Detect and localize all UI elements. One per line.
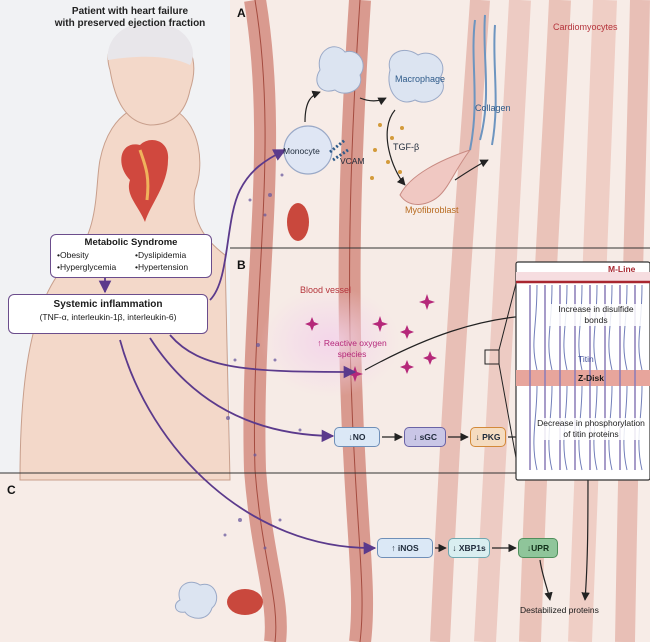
- patient-caption-line2: with preserved ejection fraction: [54, 18, 206, 29]
- upr-box: ↓UPR: [518, 538, 558, 558]
- patient-caption: Patient with heart failure with preserve…: [35, 6, 225, 30]
- metabolic-syndrome-title: Metabolic Syndrome: [84, 237, 178, 248]
- patient-illustration: [19, 21, 231, 481]
- pathway-arrows: [98, 149, 377, 555]
- systemic-inflammation-box: Systemic inflammation (TNF-α, interleuki…: [8, 294, 208, 334]
- panel-label-a: A: [237, 6, 246, 20]
- collagen-fibers: [469, 14, 497, 151]
- tgf-beta-label: TGF-β: [393, 142, 420, 152]
- metabolic-item: Dyslipidemia: [135, 250, 186, 260]
- patient-caption-line1: Patient with heart failure: [71, 6, 189, 17]
- blood-vessel: [243, 0, 374, 642]
- cytokine-particles: [223, 173, 302, 550]
- titin-label: Titin: [578, 354, 594, 364]
- phosphorylation-label: Decrease in phosphorylation of titin pro…: [536, 418, 646, 440]
- sgc-box: ↓ sGC: [404, 427, 446, 447]
- metabolic-item: Obesity: [57, 250, 89, 260]
- monocyte-migrating-cell: [316, 46, 364, 94]
- tgf-beta-molecules: [370, 123, 404, 180]
- destabilized-proteins-label: Destabilized proteins: [520, 605, 599, 615]
- red-blood-cell: [287, 203, 309, 241]
- red-blood-cell: [227, 589, 263, 615]
- z-disk-label: Z-Disk: [578, 373, 604, 383]
- heart-illustration: [121, 140, 169, 222]
- monocyte-cell: [174, 581, 218, 619]
- monocyte-label: Monocyte: [283, 146, 320, 156]
- pkg-box: ↓ PKG: [470, 427, 506, 447]
- disulfide-label: Increase in disulfide bonds: [548, 304, 644, 326]
- systemic-inflammation-subtitle: (TNF-α, interleukin-1β, interleukin-6): [39, 312, 177, 322]
- cardiomyocytes-label: Cardiomyocytes: [553, 22, 618, 32]
- inos-box: ↑ iNOS: [377, 538, 433, 558]
- blood-vessel-label: Blood vessel: [300, 285, 352, 295]
- myofibroblast-label: Myofibroblast: [405, 205, 459, 215]
- vcam-label: VCAM: [340, 156, 365, 166]
- myofibroblast-cell: [399, 149, 472, 205]
- macrophage-label: Macrophage: [395, 74, 446, 84]
- ros-label: ↑ Reactive oxygen species: [317, 338, 387, 359]
- metabolic-syndrome-box: Metabolic Syndrome Obesity Dyslipidemia …: [50, 234, 212, 278]
- metabolic-item: Hypertension: [135, 262, 188, 272]
- zoom-region-marker: [484, 349, 500, 365]
- sarcomere-inset: [515, 261, 650, 481]
- xbp1s-box: ↓ XBP1s: [448, 538, 490, 558]
- vcam-molecules: [329, 138, 349, 162]
- no-box: ↓NO: [334, 427, 380, 447]
- collagen-label: Collagen: [475, 103, 511, 113]
- panel-label-c: C: [7, 483, 16, 497]
- panel-a-arrows: [304, 90, 489, 186]
- m-line-label: M-Line: [608, 264, 636, 274]
- macrophage-cell: [388, 50, 444, 103]
- metabolic-item: Hyperglycemia: [57, 262, 116, 272]
- panel-label-b: B: [237, 258, 246, 272]
- systemic-inflammation-title: Systemic inflammation: [53, 299, 163, 310]
